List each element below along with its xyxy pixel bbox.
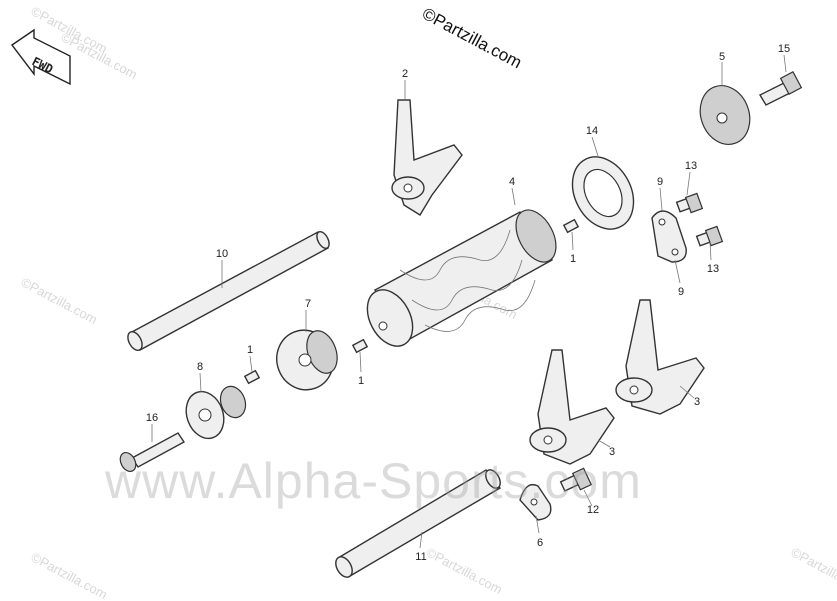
- callout-14: 14: [586, 125, 598, 137]
- tile-watermark: ©Partzilla.com: [29, 549, 110, 601]
- shift-cam-5: [699, 85, 751, 145]
- callout-1-right: 1: [570, 253, 576, 265]
- callout-11: 11: [415, 551, 426, 563]
- callout-10: 10: [216, 248, 228, 260]
- callout-6: 6: [537, 537, 543, 549]
- tile-watermark: ©Partzilla.com: [789, 544, 837, 597]
- bolt-12: [559, 467, 593, 492]
- callout-8: 8: [197, 361, 203, 373]
- callout-1-left: 1: [247, 344, 253, 356]
- tile-watermark: ©Partzilla.com: [424, 544, 505, 597]
- callout-16: 16: [146, 412, 158, 424]
- callout-9-lower: 9: [678, 286, 684, 298]
- site-watermark: www.Alpha-Sports.com: [105, 453, 642, 509]
- callout-1-center: 1: [358, 375, 364, 387]
- stopper-plate-9: [651, 210, 687, 263]
- bolt-13-upper: [675, 192, 704, 214]
- shift-fork-3-right: [615, 299, 705, 415]
- callout-9-upper: 9: [657, 176, 663, 188]
- bolt-15: [759, 70, 803, 106]
- dowel-pin-1-right: [562, 218, 580, 234]
- bolt-13-lower: [695, 225, 724, 247]
- screw-16: [119, 432, 186, 473]
- stopper-plate-6: [519, 483, 552, 521]
- shift-drum-segment-7: [276, 329, 338, 391]
- leader-lines: [151, 54, 787, 549]
- callout-3-right: 3: [694, 396, 700, 408]
- callout-15: 15: [778, 43, 790, 55]
- shift-fork-2: [391, 99, 463, 216]
- callout-13-upper: 13: [685, 160, 697, 172]
- callout-3-left: 3: [609, 446, 615, 458]
- dowel-pin-1-center: [351, 338, 369, 354]
- shift-drum-4: [366, 209, 557, 347]
- callout-numbers: 2 5 15 14 4 9 13 13 9 1 10 7 1 1 8 16 3 …: [146, 43, 790, 563]
- tile-watermark: ©Partzilla.com: [19, 274, 100, 327]
- shift-fork-3-left: [529, 349, 615, 465]
- bearing-8: [185, 385, 247, 440]
- shift-fork-shaft-10: [127, 231, 330, 351]
- callout-7: 7: [305, 298, 311, 310]
- oil-seal-14: [571, 156, 635, 230]
- dowel-pin-1-left: [243, 369, 261, 385]
- callout-12: 12: [587, 504, 599, 516]
- callout-5: 5: [719, 51, 725, 63]
- callout-4: 4: [509, 176, 515, 188]
- shift-fork-shaft-11: [335, 469, 502, 578]
- callout-2: 2: [402, 68, 408, 80]
- callout-13-lower: 13: [707, 263, 719, 275]
